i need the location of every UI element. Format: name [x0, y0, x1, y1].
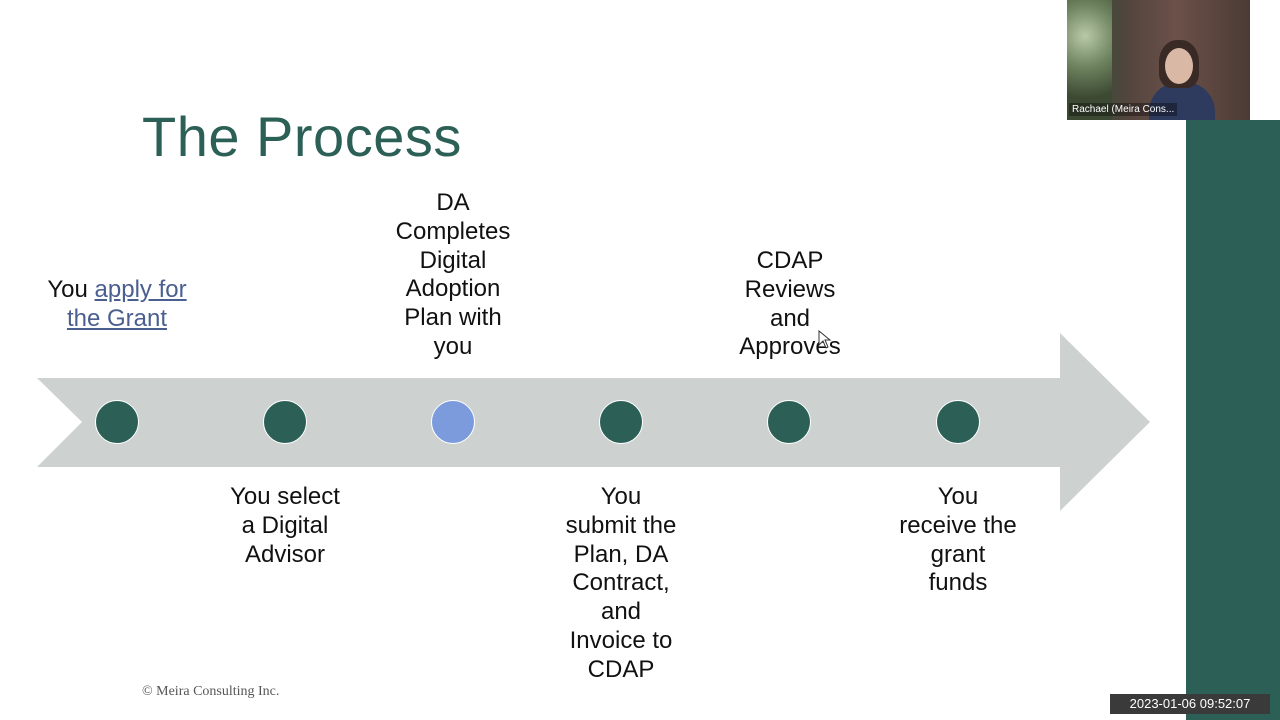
participant-name-label: Rachael (Meira Cons... — [1069, 103, 1178, 116]
step-4-line: CDAP — [587, 655, 655, 683]
step-3-line: Plan with — [404, 304, 502, 332]
slide-accent-bar — [1186, 120, 1280, 720]
step-3-line: you — [433, 332, 473, 360]
step-3-line: Completes — [395, 217, 511, 245]
step-3-line: Digital — [419, 246, 487, 274]
step-4-line: Plan, DA — [573, 540, 669, 568]
participant-body — [1149, 82, 1215, 120]
step-4-line: and — [600, 598, 642, 626]
step-4-label: You submit the Plan, DA Contract, and In… — [536, 483, 706, 685]
step-4-line: You — [600, 483, 642, 510]
mouse-cursor-icon — [818, 330, 832, 349]
recording-timestamp: 2023-01-06 09:52:07 — [1110, 694, 1270, 714]
step-4-line: Contract, — [572, 569, 670, 597]
step-5-line: Reviews — [744, 275, 836, 303]
step-6-marker — [936, 400, 980, 444]
copyright-text: © Meira Consulting Inc. — [142, 684, 280, 699]
step-2-label: You select a Digital Advisor — [200, 483, 370, 569]
step-5-line: CDAP — [756, 247, 824, 274]
step-1-prefix: You — [47, 276, 95, 303]
step-2-marker — [263, 400, 307, 444]
apply-for-grant-link[interactable]: apply for the Grant — [66, 276, 187, 332]
step-2-line: You select — [230, 483, 340, 510]
step-5-line: Approves — [739, 333, 841, 361]
step-2-line: a Digital — [241, 511, 329, 539]
step-6-line: funds — [928, 569, 988, 597]
step-4-line: submit the — [565, 511, 677, 539]
step-6-label: You receive the grant funds — [873, 483, 1043, 598]
step-1-marker — [95, 400, 139, 444]
step-3-line: DA — [436, 189, 470, 216]
timeline-arrow-shape — [37, 333, 1150, 511]
step-3-label: DA Completes Digital Adoption Plan with … — [368, 189, 538, 362]
background-plant — [1067, 0, 1112, 120]
slide-title: The Process — [142, 105, 462, 168]
step-2-line: Advisor — [244, 540, 326, 568]
participant-face — [1165, 48, 1193, 84]
step-5-label: CDAP Reviews and Approves — [705, 247, 875, 362]
step-3-line: Adoption — [405, 275, 501, 303]
step-6-line: receive the — [899, 511, 1017, 539]
step-1-label: You apply for the Grant — [32, 276, 202, 334]
step-4-marker — [599, 400, 643, 444]
step-5-marker — [767, 400, 811, 444]
step-6-line: You — [937, 483, 979, 510]
step-5-line: and — [769, 304, 811, 332]
step-3-marker — [431, 400, 475, 444]
step-4-line: Invoice to — [569, 626, 673, 654]
participant-video-tile[interactable]: Rachael (Meira Cons... — [1067, 0, 1250, 120]
step-6-line: grant — [930, 540, 986, 568]
